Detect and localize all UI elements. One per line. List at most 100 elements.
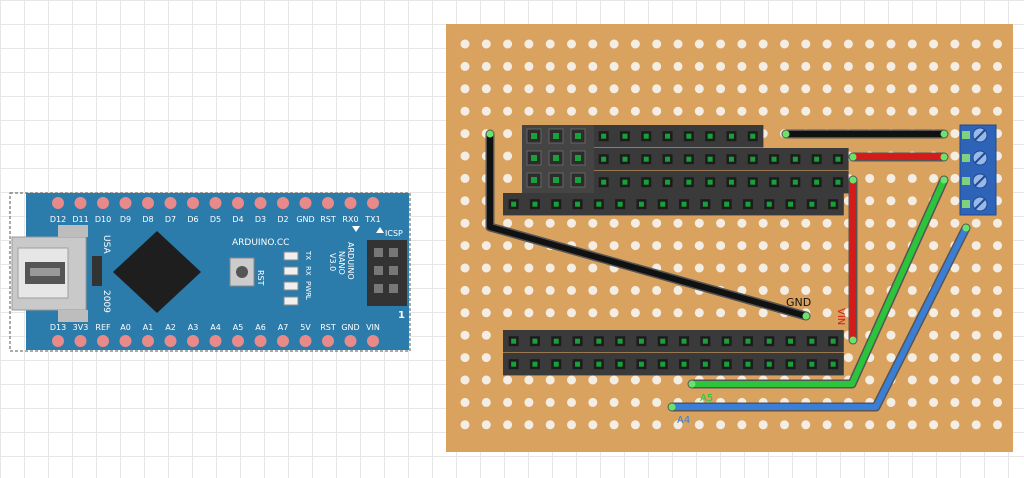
board-hole [907, 308, 917, 318]
board-hole [907, 39, 917, 49]
board-hole [950, 218, 960, 228]
board-hole [652, 241, 662, 251]
board-hole [929, 218, 939, 228]
bottom-pin [52, 335, 64, 347]
board-hole [545, 84, 555, 94]
header-contact [686, 179, 692, 185]
board-hole [481, 285, 491, 295]
board-hole [460, 375, 470, 385]
header-contact [511, 201, 517, 207]
board-hole [929, 263, 939, 273]
usb-connector [11, 225, 88, 322]
board-hole [758, 106, 768, 116]
top-pin-label: D11 [72, 215, 88, 224]
bottom-pin-label: A6 [255, 323, 266, 332]
board-hole [886, 196, 896, 206]
board-hole [716, 106, 726, 116]
bottom-pin [187, 335, 199, 347]
board-hole [460, 420, 470, 430]
header-contact [638, 338, 644, 344]
board-hole [503, 397, 513, 407]
board-hole [481, 375, 491, 385]
board-hole [780, 39, 789, 49]
header-contact [814, 179, 820, 185]
board-hole [460, 151, 470, 161]
board-hole [801, 263, 811, 273]
board-hole [716, 263, 726, 273]
board-hole [630, 218, 640, 228]
header-contact [814, 156, 820, 162]
board-hole [886, 241, 896, 251]
top-pin-label: D12 [50, 215, 66, 224]
header-contact [750, 156, 756, 162]
board-hole [460, 263, 470, 273]
board-hole [843, 353, 853, 363]
board-hole [865, 241, 875, 251]
board-hole [950, 173, 960, 183]
board-hole [673, 308, 683, 318]
board-hole [780, 106, 789, 116]
bottom-pin-label: A2 [165, 323, 176, 332]
header-contact [830, 201, 836, 207]
board-hole [609, 61, 619, 71]
board-hole [694, 308, 704, 318]
board-hole [971, 375, 981, 385]
board-hole [950, 263, 960, 273]
icsp-contact [553, 133, 559, 139]
bottom-pin [164, 335, 177, 347]
board-hole [929, 173, 939, 183]
top-gnd-wire-end [782, 130, 790, 138]
board-hole [780, 420, 789, 430]
board-hole [737, 61, 747, 71]
header-contact [622, 133, 628, 139]
board-hole [673, 39, 683, 49]
board-hole [993, 106, 1002, 116]
header-body [593, 125, 764, 148]
top-pin-label: D2 [277, 215, 288, 224]
terminal-contact [962, 154, 970, 162]
board-hole [801, 84, 811, 94]
header-contact [601, 179, 607, 185]
header-contact [788, 201, 794, 207]
board-hole [886, 420, 896, 430]
board-hole [737, 106, 747, 116]
top-pin-label: GND [296, 215, 314, 224]
terminal-contact [962, 177, 970, 185]
board-hole [630, 241, 640, 251]
board-hole [503, 420, 513, 430]
icsp-pin [389, 284, 398, 293]
board-hole [950, 84, 960, 94]
board-hole [567, 308, 576, 318]
bottom-pin-label: RST [320, 323, 336, 332]
header-contact [575, 361, 581, 367]
board-hole [993, 84, 1002, 94]
bottom-pin-label: A0 [120, 323, 131, 332]
header-contact [809, 201, 815, 207]
board-hole [609, 375, 619, 385]
vin-red-wire-end [849, 153, 857, 161]
board-hole [886, 39, 896, 49]
board-hole [758, 308, 768, 318]
board-hole [524, 285, 534, 295]
header-contact [788, 338, 794, 344]
a5-wire-end [688, 380, 696, 388]
header-contact [835, 179, 841, 185]
board-hole [929, 330, 939, 340]
top-pin [119, 197, 132, 209]
board-hole [737, 84, 747, 94]
terminal-contact [962, 131, 970, 139]
board-hole [460, 173, 470, 183]
board-hole [993, 308, 1002, 318]
board-hole [652, 106, 662, 116]
board-hole [588, 84, 598, 94]
bottom-pin [277, 335, 289, 347]
board-hole [588, 397, 598, 407]
terminal-contact [962, 200, 970, 208]
header-contact [728, 156, 734, 162]
board-hole [971, 285, 981, 295]
header-contact [830, 338, 836, 344]
board-hole [460, 218, 470, 228]
top-pin [322, 197, 334, 209]
icsp-contact [575, 133, 581, 139]
